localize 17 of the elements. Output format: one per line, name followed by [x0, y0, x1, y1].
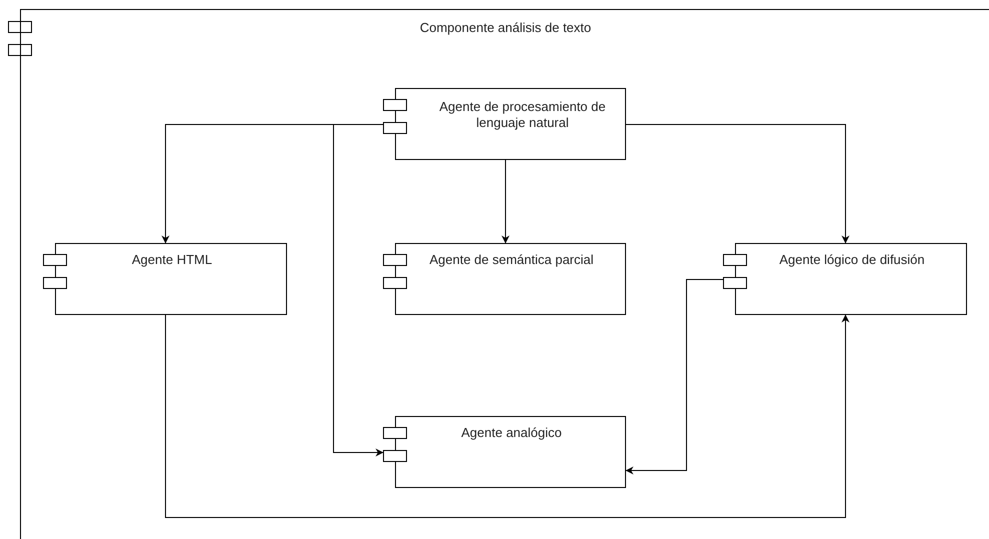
component-label: Agente de semántica parcial: [428, 252, 595, 268]
component-label: Agente lógico de difusión: [778, 252, 926, 268]
component-label: Agente de procesamiento de lenguaje natural: [438, 99, 607, 131]
component-box: [55, 243, 287, 315]
component-box: [395, 88, 626, 160]
arrow: [502, 159, 510, 244]
arrow: [165, 314, 850, 518]
frame-title: Componente análisis de texto: [418, 20, 592, 36]
arrow: [625, 279, 724, 474]
component-box: [395, 243, 626, 315]
arrow: [333, 124, 384, 456]
component-label: Agente HTML: [130, 252, 214, 268]
component-box: [735, 243, 967, 315]
component-box: [395, 416, 626, 488]
component-label: Agente analógico: [460, 425, 563, 441]
arrow: [625, 124, 850, 244]
component-frame: [20, 9, 989, 539]
